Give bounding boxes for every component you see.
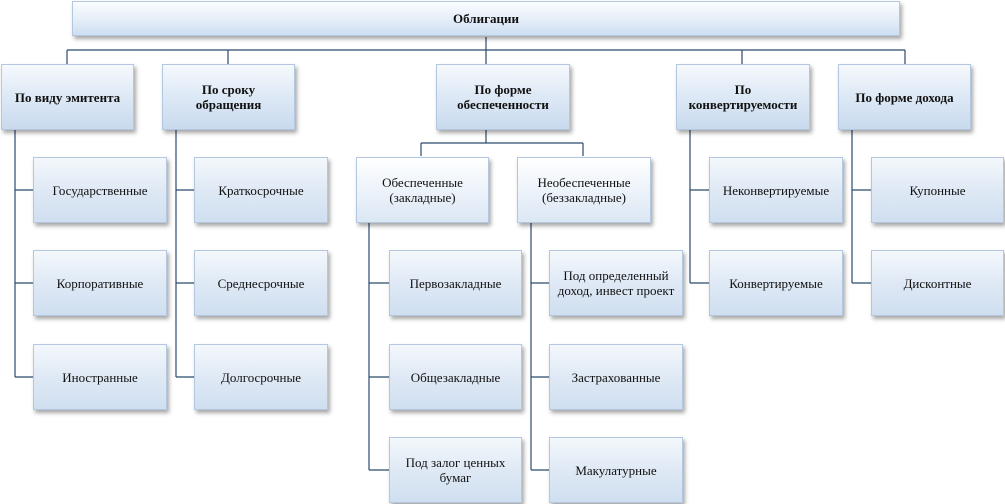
category-term: По сроку обращения [162,64,295,130]
emitter-item-foreign: Иностранные [33,344,167,410]
conversion-item-convertible: Конвертируемые [709,250,843,316]
conversion-item-nonconvertible: Неконвертируемые [709,157,843,223]
security-group-secured: Обеспеченные (закладные) [356,157,489,223]
secured-item-securities-collateral: Под залог ценных бумаг [389,437,522,503]
category-conversion: По конвертируемости [676,64,810,130]
term-item-long: Долгосрочные [194,344,328,410]
emitter-item-corporate: Корпоративные [33,250,167,316]
category-income: По форме дохода [838,64,971,130]
category-security: По форме обеспеченности [436,64,570,130]
term-item-short: Краткосрочные [194,157,328,223]
unsecured-item-waste-paper: Макулатурные [549,437,683,503]
income-item-coupon: Купонные [871,157,1004,223]
secured-item-general-mortgage: Общезакладные [389,344,522,410]
secured-item-first-mortgage: Первозакладные [389,250,522,316]
unsecured-item-income-project: Под определенный доход, инвест проект [549,250,683,316]
unsecured-item-insured: Застрахованные [549,344,683,410]
income-item-discount: Дисконтные [871,250,1004,316]
security-group-unsecured: Необеспеченные (беззакладные) [517,157,651,223]
root-node: Облигации [72,1,900,36]
emitter-item-government: Государственные [33,157,167,223]
category-emitter: По виду эмитента [1,64,134,130]
term-item-medium: Среднесрочные [194,250,328,316]
